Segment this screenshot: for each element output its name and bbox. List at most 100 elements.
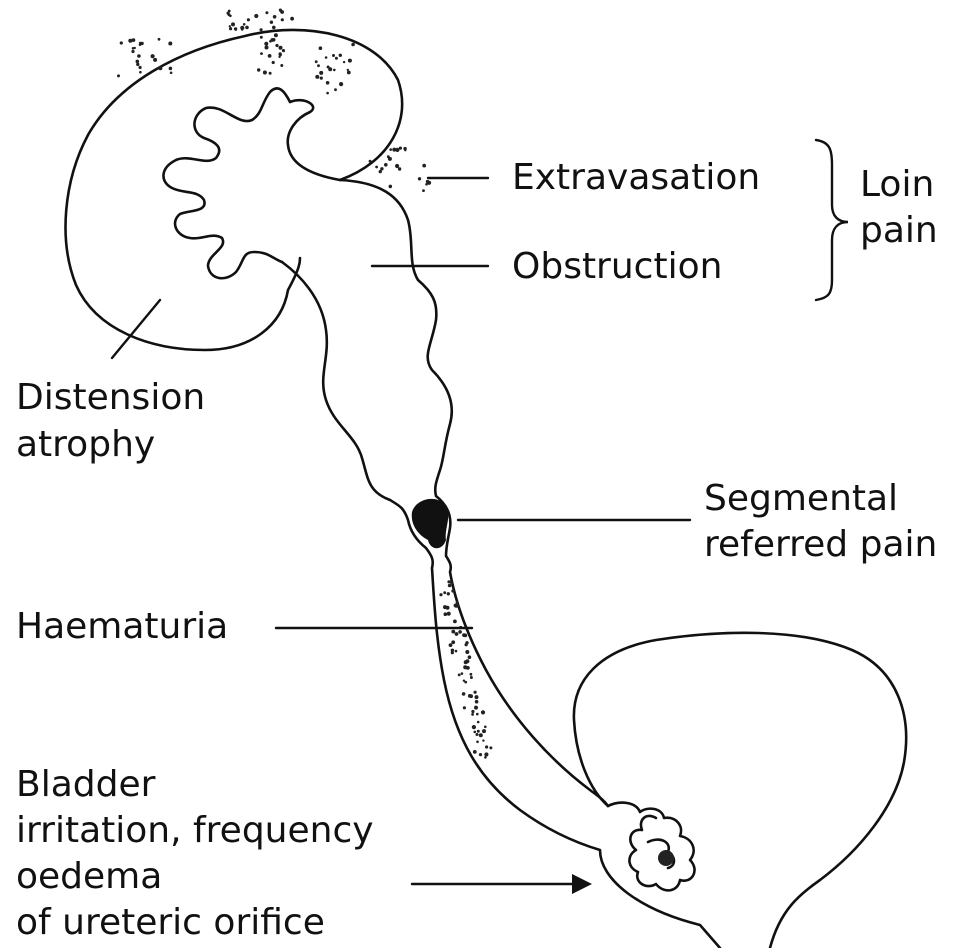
stipple-dot (158, 38, 161, 41)
stipple-dot (272, 26, 276, 30)
stipple-dot (137, 54, 141, 58)
bladder-pointer-arrowhead (572, 874, 592, 894)
stipple-dot (450, 581, 453, 584)
stipple-dot (458, 630, 462, 634)
stipple-dot (263, 71, 267, 75)
stipple-dot (335, 57, 338, 60)
stipple-dot (281, 18, 284, 21)
stipple-dot (319, 46, 323, 50)
stipple-dot (458, 674, 461, 677)
stipple-dot (479, 753, 482, 756)
segmental-label-line2: referred pain (704, 522, 937, 568)
stipple-dot (455, 604, 459, 608)
stipple-dot (274, 33, 278, 37)
stipple-dot (475, 700, 479, 704)
loin-pain-label-line1: Loin (860, 162, 934, 208)
stipple-dot (326, 92, 329, 95)
stipple-dot (315, 60, 318, 63)
bladder-label-line1: Bladder (16, 762, 155, 808)
stipple-dot (447, 592, 450, 595)
stipple-dot (422, 189, 425, 192)
stipple-dot (132, 38, 136, 42)
stipple-dot (279, 9, 282, 12)
stipple-dot (388, 157, 392, 161)
stipple-dot (279, 46, 283, 50)
stipple-dot (451, 589, 454, 592)
kidney-outline (66, 30, 403, 350)
stipple-dot (375, 166, 378, 169)
stipple-dot (451, 630, 455, 634)
stipple-dot (465, 641, 468, 644)
stipple-dot (139, 43, 142, 46)
stipple-dot (351, 43, 355, 47)
stipple-dot (272, 61, 275, 64)
stipple-dot (333, 69, 336, 72)
stipple-dot (170, 72, 173, 75)
stipple-dot (472, 725, 476, 729)
stipple-dot (449, 643, 453, 647)
stipple-dot (395, 164, 399, 168)
stipple-dot (257, 68, 260, 71)
stipple-dot (379, 170, 382, 173)
stipple-dot (132, 47, 135, 50)
stipple-dot (265, 46, 269, 50)
stipple-dot (315, 75, 319, 79)
stipple-dot (343, 61, 345, 63)
stipple-dot (275, 44, 278, 47)
stipple-dot (464, 681, 467, 684)
stipple-dot (476, 741, 479, 744)
stipple-dot (231, 22, 235, 26)
stipple-dot (243, 23, 246, 26)
stipple-dot (456, 601, 459, 604)
stipple-dot (169, 67, 173, 71)
stipple-dot (446, 606, 450, 610)
stipple-dot (443, 591, 446, 594)
stipple-dot (463, 706, 466, 709)
stipple-dot (245, 26, 249, 30)
stipple-dot (269, 72, 272, 75)
stipple-dot (273, 15, 277, 19)
stipple-dot (479, 733, 483, 737)
stipple-dot (418, 177, 421, 180)
stipple-dot (470, 676, 473, 679)
stipple-dot (484, 752, 488, 756)
stipple-dot (455, 632, 459, 636)
stipple-dot (395, 148, 399, 152)
stipple-dot (447, 612, 451, 616)
stipple-dot (264, 42, 268, 46)
stipple-dot (465, 650, 469, 654)
stipple-dot (389, 148, 392, 151)
haematuria-label: Haematuria (16, 604, 228, 650)
stipple-dot (422, 164, 426, 168)
stipple-dot (260, 28, 263, 31)
stipple-dot (158, 66, 162, 70)
stipple-dot (334, 88, 337, 91)
stipple-dot (139, 66, 142, 69)
extravasation-stippling (117, 9, 431, 193)
stipple-dot (476, 713, 479, 716)
stipple-dot (270, 21, 273, 24)
stipple-dot (139, 71, 142, 74)
stipple-dot (448, 584, 452, 588)
stipple-dot (254, 14, 258, 18)
stipple-dot (451, 651, 454, 654)
stipple-dot (234, 27, 237, 30)
stipple-dot (153, 58, 157, 62)
stipple-dot (482, 729, 486, 733)
stipple-dot (464, 660, 468, 664)
stipple-dot (228, 10, 231, 13)
stipple-dot (427, 181, 431, 185)
stipple-dot (319, 71, 323, 75)
stipple-dot (461, 672, 464, 675)
stipple-dot (278, 56, 280, 58)
stipple-dot (453, 620, 457, 624)
loin-pain-brace (816, 140, 848, 300)
ureteric-orifice-oedema (608, 803, 695, 891)
stipple-dot (131, 50, 134, 53)
stipple-dot (270, 38, 274, 42)
stipple-dot (470, 673, 473, 676)
stipple-dot (484, 726, 487, 729)
stipple-dot (384, 163, 388, 167)
stipple-dot (339, 82, 343, 86)
stipple-dot (168, 42, 172, 46)
